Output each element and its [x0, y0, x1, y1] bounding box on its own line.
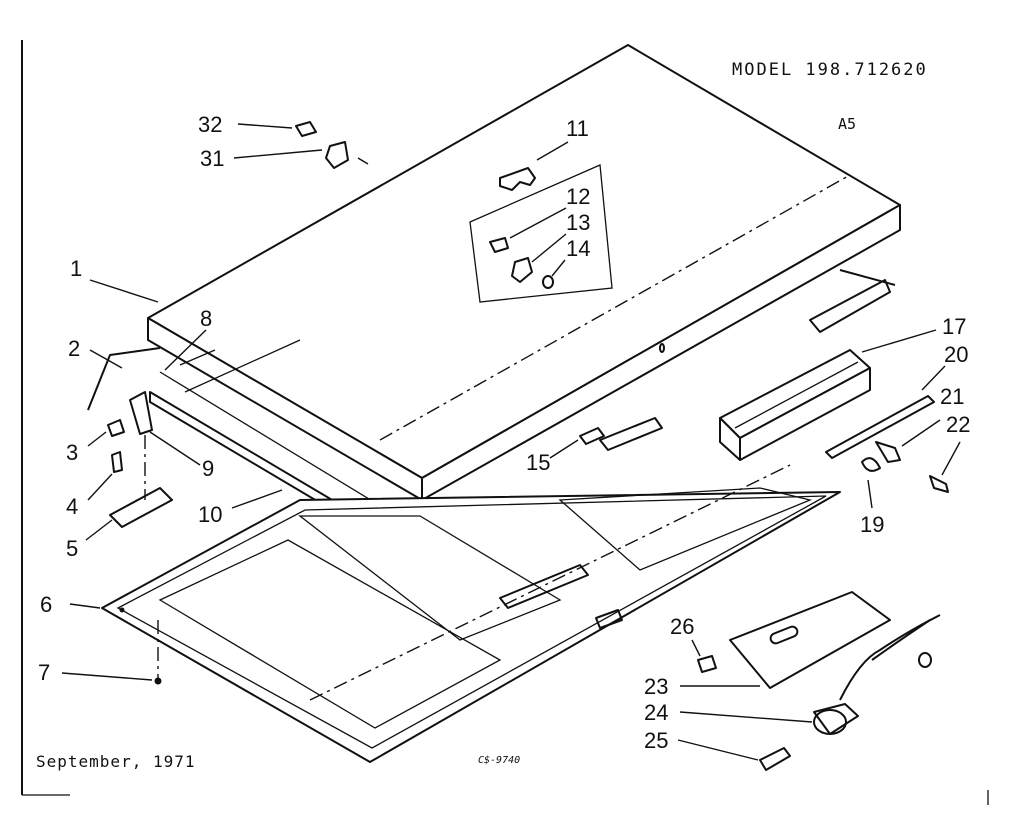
switch-cover-slot — [769, 625, 799, 645]
bulb-part-22 — [929, 475, 949, 493]
switch-body-outline — [813, 703, 859, 735]
catch-part-13 — [511, 257, 533, 283]
callout-10: 10 — [198, 502, 223, 527]
base-mid-panel — [298, 515, 562, 641]
callout-11: 11 — [566, 116, 589, 141]
bolt-part-15 — [579, 427, 605, 445]
base-centerline — [309, 464, 791, 701]
rod-part-20 — [825, 395, 935, 459]
callout-9: 9 — [202, 456, 215, 481]
callout-25: 25 — [644, 728, 669, 753]
model-number: MODEL 198.712620 — [732, 60, 928, 80]
handle-groove — [734, 361, 859, 429]
callout-14: 14 — [566, 236, 591, 261]
nut-part-14 — [542, 275, 554, 289]
callout-2: 2 — [68, 336, 81, 361]
callout-5: 5 — [66, 536, 79, 561]
switch-body-part-24 — [813, 709, 847, 735]
wire-lead-b — [871, 619, 931, 661]
screw-part-26 — [697, 655, 717, 673]
switch-assembly — [697, 591, 941, 771]
hinge-part-8-9 — [129, 391, 153, 435]
callout-13: 13 — [566, 210, 591, 235]
callout-31: 31 — [200, 146, 225, 171]
nut-part-3 — [107, 419, 125, 437]
callout-8: 8 — [200, 306, 213, 331]
base-right-panel — [558, 487, 813, 571]
callout-20: 20 — [944, 342, 969, 367]
callout-6: 6 — [40, 592, 53, 617]
callout-23: 23 — [644, 674, 669, 699]
freezer-lid — [147, 44, 901, 501]
liner-inner — [184, 339, 301, 393]
figure-code: C$-9740 — [478, 755, 521, 766]
plate-part-5 — [109, 487, 173, 528]
callout-leaders — [61, 123, 961, 761]
base-left-panel — [158, 539, 502, 729]
bracket-part-31 — [325, 141, 349, 169]
lid-inset-panel — [469, 164, 613, 303]
gasket-corner-right — [809, 279, 891, 333]
base-outer — [101, 491, 841, 763]
gasket-back-edge — [839, 269, 896, 286]
handle-assembly — [719, 349, 949, 493]
base-hole — [119, 607, 125, 613]
plunger-part-25 — [759, 747, 791, 771]
strip-part-15-area — [599, 417, 663, 451]
hinge-hardware — [87, 121, 349, 685]
callout-21: 21 — [940, 384, 965, 409]
nut-part-7 — [154, 677, 162, 685]
base-slot — [499, 564, 589, 609]
callout-22: 22 — [946, 412, 971, 437]
revision-code: A5 — [838, 115, 857, 133]
callout-17: 17 — [942, 314, 967, 339]
callout-12: 12 — [566, 184, 591, 209]
callout-1: 1 — [70, 256, 83, 281]
callout-26: 26 — [670, 614, 695, 639]
callout-15: 15 — [526, 450, 551, 475]
clip-part-19 — [861, 457, 881, 472]
callout-4: 4 — [66, 494, 79, 519]
publication-date: September, 1971 — [36, 752, 196, 771]
screw-part-32 — [295, 121, 317, 137]
latch-part-11 — [499, 167, 536, 191]
switch-cover-part-23 — [729, 591, 891, 689]
base-tab — [595, 609, 623, 629]
callout-19: 19 — [860, 512, 885, 537]
base-inner — [116, 495, 827, 749]
lid-centerline — [379, 174, 851, 441]
screw-part-12 — [489, 237, 509, 253]
wire-connector — [918, 652, 932, 668]
lid-hole-mark — [659, 343, 665, 353]
callout-24: 24 — [644, 700, 669, 725]
screw-part-4 — [111, 451, 123, 473]
handle-front — [739, 367, 871, 461]
callout-7: 7 — [38, 660, 51, 685]
cabinet-base-frame — [101, 464, 841, 763]
callout-32: 32 — [198, 112, 223, 137]
rod-part-2 — [87, 347, 161, 411]
callout-3: 3 — [66, 440, 79, 465]
socket-part-21 — [875, 441, 901, 463]
